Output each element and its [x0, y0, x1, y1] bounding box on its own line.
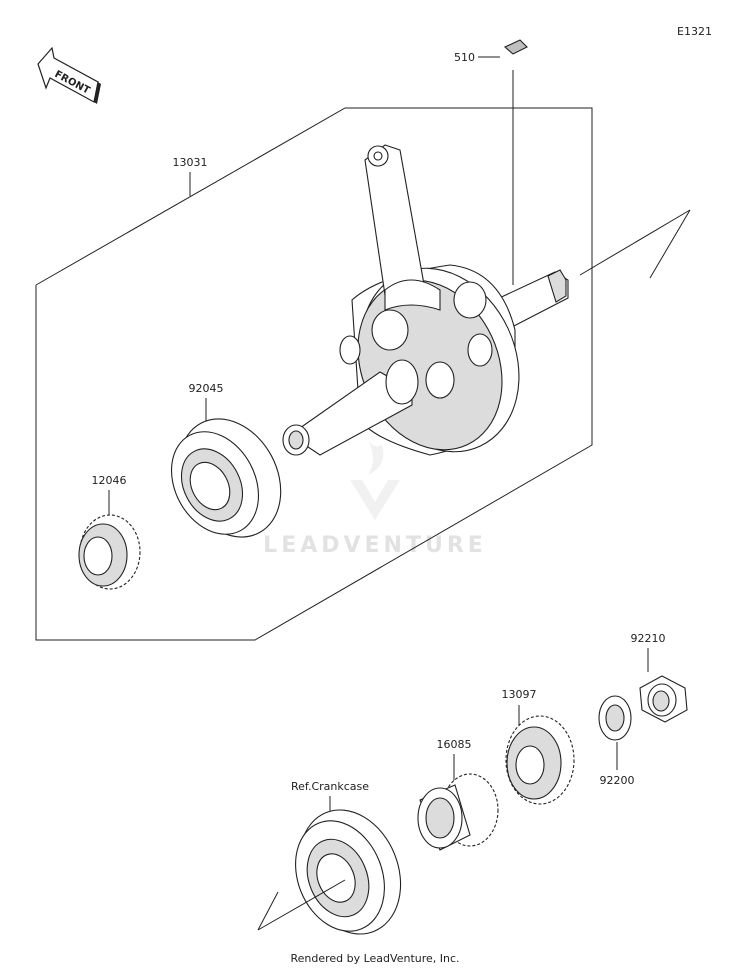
callout-92210: 92210 [631, 632, 666, 645]
watermark-text: LEADVENTURE [263, 533, 487, 558]
assembly-outline [35, 107, 593, 641]
footer-credit: Rendered by LeadVenture, Inc. [290, 952, 459, 965]
bearing-92045 [170, 418, 282, 538]
callout-12046: 12046 [92, 474, 127, 487]
diagram-code: E1321 [677, 25, 712, 38]
key-510 [478, 39, 528, 285]
callout-510: 510 [454, 51, 475, 64]
crankshaft [282, 144, 569, 456]
nut-92210 [639, 675, 688, 723]
callout-13031: 13031 [173, 156, 208, 169]
watermark-logo [350, 440, 400, 520]
callout-92200: 92200 [600, 774, 635, 787]
gear-13097 [505, 715, 575, 805]
callout-13097: 13097 [502, 688, 537, 701]
gear-16085 [417, 773, 499, 851]
washer-92200 [598, 695, 632, 741]
crankcase-bearing [295, 809, 402, 935]
gear-12046 [78, 514, 141, 590]
callout-ref-crankcase: Ref.Crankcase [291, 780, 369, 793]
callout-16085: 16085 [437, 738, 472, 751]
front-arrow-icon: FRONT [37, 46, 101, 104]
callout-92045: 92045 [189, 382, 224, 395]
